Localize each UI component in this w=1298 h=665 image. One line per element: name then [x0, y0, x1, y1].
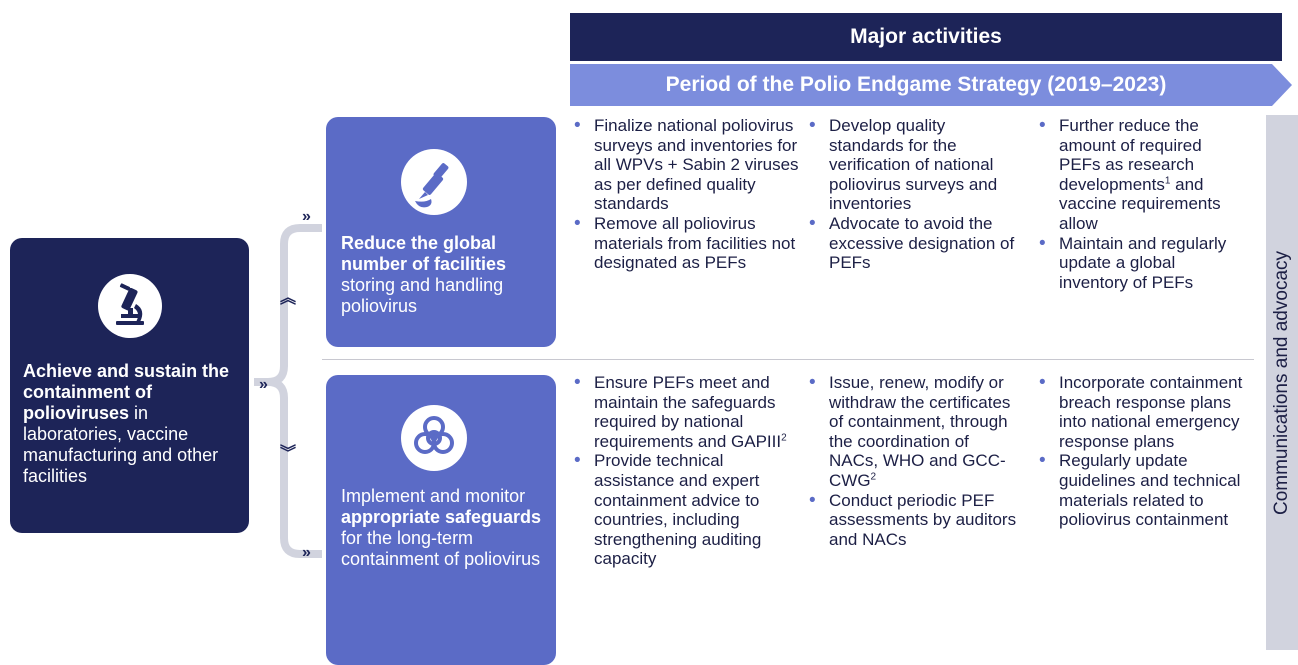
major-activities-header: Major activities — [570, 13, 1282, 61]
row1-col3-list: Further reduce the amount of required PE… — [1037, 116, 1247, 292]
goal-text: Achieve and sustain the containment of p… — [23, 361, 230, 486]
chevron-up-icon: ︽ — [280, 290, 297, 307]
chevron-right-icon: » — [302, 544, 311, 561]
row2-col1-list: Ensure PEFs meet and maintain the safegu… — [572, 373, 802, 569]
list-item: Advocate to avoid the excessive designat… — [807, 214, 1022, 273]
microscope-icon — [98, 274, 162, 338]
header-title: Major activities — [850, 25, 1002, 48]
row1-col2-list: Develop quality standards for the verifi… — [807, 116, 1022, 273]
sidebar-label: Communications and advocacy — [1271, 250, 1292, 516]
list-item: Incorporate containment breach response … — [1037, 373, 1247, 451]
row1-col1-list: Finalize national poliovirus surveys and… — [572, 116, 802, 273]
row2-col2-list: Issue, renew, modify or withdraw the cer… — [807, 373, 1022, 549]
period-banner: Period of the Polio Endgame Strategy (20… — [570, 64, 1292, 106]
list-item: Conduct periodic PEF assessments by audi… — [807, 491, 1022, 550]
objective-2-text: Implement and monitor appropriate safegu… — [341, 486, 542, 569]
communications-sidebar — [1266, 115, 1298, 650]
objective-safeguards: Implement and monitor appropriate safegu… — [326, 375, 556, 665]
chevron-down-icon: ︾ — [280, 445, 297, 462]
list-item: Provide technical assistance and expert … — [572, 451, 802, 569]
period-arrow-shape — [570, 64, 1292, 106]
list-item: Remove all poliovirus materials from fac… — [572, 214, 802, 273]
list-item: Finalize national poliovirus surveys and… — [572, 116, 802, 214]
biohazard-icon — [401, 405, 467, 471]
list-item: Develop quality standards for the verifi… — [807, 116, 1022, 214]
list-item: Issue, renew, modify or withdraw the cer… — [807, 373, 1022, 491]
dropper-icon — [401, 149, 467, 215]
list-item: Maintain and regularly update a global i… — [1037, 234, 1247, 293]
objective-reduce-facilities: Reduce the global number of facilities s… — [326, 117, 556, 347]
period-label: Period of the Polio Endgame Strategy (20… — [665, 73, 1167, 96]
row2-col3-list: Incorporate containment breach response … — [1037, 373, 1247, 530]
row-divider — [322, 359, 1254, 360]
list-item: Regularly update guidelines and technica… — [1037, 451, 1247, 529]
connector-bracket — [254, 224, 322, 558]
chevron-right-icon: » — [259, 376, 268, 393]
objective-1-text: Reduce the global number of facilities s… — [341, 233, 507, 316]
list-item: Ensure PEFs meet and maintain the safegu… — [572, 373, 802, 451]
list-item: Further reduce the amount of required PE… — [1037, 116, 1247, 234]
goal-box: Achieve and sustain the containment of p… — [10, 238, 249, 533]
chevron-right-icon: » — [302, 208, 311, 225]
